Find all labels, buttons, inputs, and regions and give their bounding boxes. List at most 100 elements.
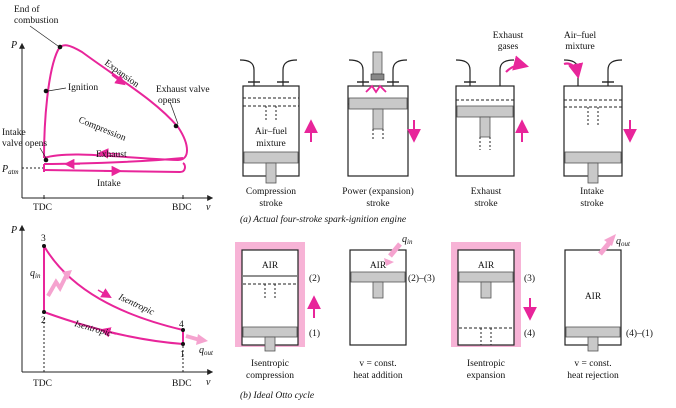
q-in-arrow bbox=[46, 275, 68, 297]
intake-valve-dot bbox=[43, 157, 49, 163]
piston bbox=[242, 326, 298, 338]
spark-flash bbox=[365, 84, 387, 94]
state-label-top: (2) bbox=[309, 273, 320, 284]
state-label-bottom: (4) bbox=[524, 328, 535, 339]
state-label-bottom: (1) bbox=[309, 328, 320, 339]
intake-curve bbox=[43, 162, 186, 174]
exhaust-valve-leader bbox=[169, 101, 179, 125]
point-2-dot bbox=[42, 310, 46, 314]
q-out-label: qout bbox=[199, 345, 214, 357]
q-out-arrow-head bbox=[196, 334, 208, 345]
exhaust-label: Exhaust bbox=[96, 150, 127, 160]
spark-plug bbox=[372, 51, 383, 75]
piston-rod bbox=[587, 336, 599, 352]
q-in-label: qin bbox=[30, 268, 41, 280]
exhaust-flow-arrow bbox=[505, 55, 529, 73]
caption: Power (expansion)stroke bbox=[342, 186, 414, 209]
patm-label: Patm bbox=[1, 164, 19, 176]
p-axis-label: P bbox=[10, 40, 17, 51]
q-out-arrow bbox=[598, 240, 612, 256]
air-label: AIR bbox=[262, 261, 279, 271]
expansion-arrow bbox=[111, 74, 126, 86]
point-2-label: 2 bbox=[41, 316, 46, 326]
piston-rod bbox=[264, 336, 276, 352]
piston-rod bbox=[587, 162, 599, 184]
exhaust-curve bbox=[43, 157, 184, 165]
pv-diagram-otto: P v TDC BDC 1 2 3 4 qin qout Isentropic … bbox=[10, 224, 214, 389]
q-out-arrow-head bbox=[604, 234, 616, 246]
intake-valve-stem bbox=[239, 59, 255, 86]
bdc-label: BDC bbox=[172, 379, 192, 389]
tdc-label: TDC bbox=[33, 379, 52, 389]
v-axis-label: v bbox=[206, 202, 211, 213]
exhaust-valve-stem bbox=[282, 59, 298, 86]
piston bbox=[456, 105, 514, 118]
subcaption-a: (a) Actual four-stroke spark-ignition en… bbox=[240, 214, 406, 225]
piston-rod bbox=[372, 108, 384, 130]
caption: v = const.heat rejection bbox=[567, 359, 619, 381]
compression-arrow bbox=[97, 148, 121, 159]
piston bbox=[350, 271, 406, 283]
point-4-dot bbox=[181, 328, 185, 332]
p-axis-label: P bbox=[10, 225, 17, 236]
end-combustion-leader bbox=[29, 25, 59, 47]
compression-label: Compression bbox=[77, 116, 127, 144]
process-1-2 bbox=[43, 311, 184, 345]
process-3-4 bbox=[43, 245, 184, 331]
expansion-label: Expansion bbox=[102, 58, 141, 90]
ignition-label: Ignition bbox=[68, 83, 98, 93]
intake-valve-leader bbox=[39, 147, 47, 159]
piston-rod bbox=[479, 116, 491, 138]
q-in-arrow-head bbox=[62, 270, 72, 280]
actual-cycle-curve bbox=[43, 44, 188, 162]
end-combustion-dot bbox=[57, 44, 63, 50]
state-label-top: (3) bbox=[524, 273, 535, 284]
point-3-label: 3 bbox=[41, 234, 46, 244]
piston bbox=[458, 271, 514, 283]
piston bbox=[243, 151, 299, 164]
piston-rod bbox=[480, 281, 492, 299]
piston bbox=[348, 97, 408, 110]
state-label: (2)–(3) bbox=[408, 273, 435, 284]
ignition-dot bbox=[43, 88, 49, 94]
state-label: (4)–(1) bbox=[626, 328, 653, 339]
otto-heat-rejection: AIR qout (4)–(1) v = const.heat rejectio… bbox=[564, 234, 653, 381]
q-in-arrow bbox=[388, 242, 402, 258]
subcaption-b: (b) Ideal Otto cycle bbox=[240, 390, 314, 401]
point-3-dot bbox=[42, 244, 46, 248]
piston-rod bbox=[265, 162, 277, 184]
v-axis-label: v bbox=[206, 377, 211, 388]
stroke-power: Power (expansion)stroke bbox=[342, 51, 421, 209]
q-in-arrow-head bbox=[384, 258, 394, 266]
bdc-label: BDC bbox=[172, 203, 192, 213]
isentropic-upper-label: Isentropic bbox=[116, 292, 156, 318]
point-1-label: 1 bbox=[180, 350, 185, 360]
ignition-leader bbox=[47, 87, 67, 92]
piston bbox=[565, 326, 621, 338]
piston-rod bbox=[372, 281, 384, 299]
air-label: AIR bbox=[478, 261, 495, 271]
point-4-label: 4 bbox=[179, 320, 184, 330]
cylinder bbox=[349, 249, 407, 346]
process-3-4-arrow bbox=[97, 288, 112, 299]
caption: v = const.heat addition bbox=[353, 359, 403, 381]
q-out-label: qout bbox=[616, 236, 631, 248]
